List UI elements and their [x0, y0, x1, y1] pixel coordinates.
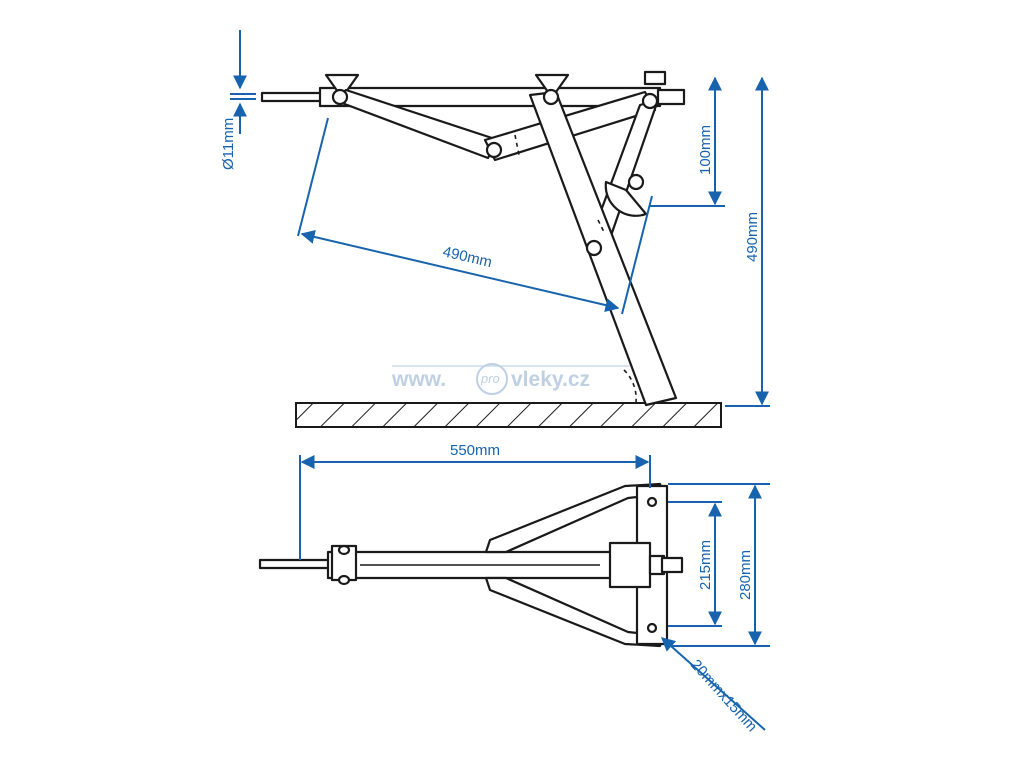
watermark-pro: pro	[480, 371, 500, 386]
pivot-bracket	[542, 88, 560, 106]
spindle-block	[608, 541, 652, 589]
inner-width-label: 215mm	[697, 540, 714, 590]
top-end-nut	[660, 556, 684, 574]
disc-hub	[627, 173, 645, 191]
swing-arc	[623, 369, 637, 403]
leg-length-label: 490mm	[441, 243, 494, 271]
total-height-label: 490mm	[744, 212, 761, 262]
ground-hatch	[295, 402, 722, 428]
pivot-mid	[485, 141, 503, 159]
leg-ext-right	[621, 195, 653, 315]
spindle-disc	[604, 180, 648, 217]
hidden-line-1	[514, 134, 520, 156]
end-nut	[656, 88, 686, 106]
main-leg	[528, 90, 678, 407]
side-view: Ø11mm 490mm 100mm 490mm	[220, 30, 770, 428]
leg-ext-left	[297, 117, 329, 237]
outer-width-label: 280mm	[737, 550, 754, 600]
top-crank-rod	[258, 558, 334, 570]
profile-leader	[660, 637, 766, 731]
length-label: 550mm	[450, 442, 500, 459]
top-bracket-lug-top	[337, 544, 351, 556]
profile-label: 20mmx15mm	[687, 656, 760, 735]
crank-rod	[260, 91, 326, 103]
watermark: www. pro vleky.cz	[391, 363, 630, 395]
watermark-pro-badge	[476, 363, 508, 395]
pivot-end	[641, 92, 659, 110]
crank-offset-label: 100mm	[697, 125, 714, 175]
top-bracket-lug-bottom	[337, 574, 351, 586]
hidden-line-2	[597, 219, 605, 233]
top-view: 550mm 215mm 280mm 20mmx15mm	[258, 442, 770, 735]
foot-hole-bottom	[646, 622, 658, 634]
leg-length-line	[300, 230, 620, 312]
foot-hole-top	[646, 496, 658, 508]
watermark-prefix: www.	[391, 368, 446, 391]
pivot-low	[585, 239, 603, 257]
pivot-left	[331, 88, 349, 106]
end-cap	[643, 70, 667, 86]
rod-diameter-label: Ø11mm	[220, 118, 237, 170]
watermark-suffix: vleky.cz	[511, 368, 590, 391]
